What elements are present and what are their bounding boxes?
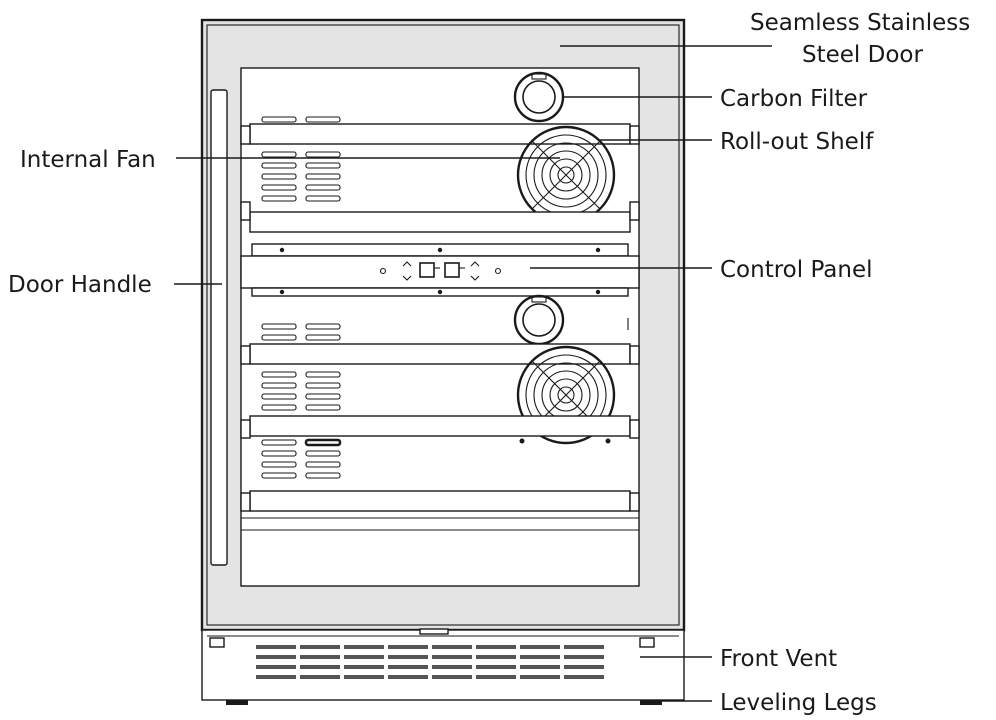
roll-out-shelf-1	[240, 123, 640, 145]
roll-out-shelf-5	[240, 490, 640, 512]
label-carbon-filter: Carbon Filter	[720, 86, 868, 112]
roll-out-shelf-3	[240, 343, 640, 365]
cabinet	[200, 18, 686, 632]
labels: Seamless Stainless Steel Door Carbon Fil…	[8, 10, 970, 716]
front-vent	[256, 645, 604, 679]
interior	[240, 71, 640, 531]
roll-out-shelf-2	[240, 201, 640, 233]
base	[201, 628, 685, 705]
label-door-handle: Door Handle	[8, 272, 152, 298]
roll-out-shelf-4	[240, 415, 640, 439]
internal-fan	[516, 125, 616, 225]
label-control-panel: Control Panel	[720, 257, 873, 283]
label-leveling-legs: Leveling Legs	[720, 690, 877, 716]
control-panel	[240, 243, 640, 297]
label-door-line1: Seamless Stainless	[750, 10, 970, 36]
label-internal-fan: Internal Fan	[20, 147, 156, 173]
label-rollout-shelf: Roll-out Shelf	[720, 129, 874, 155]
leader-lines	[174, 45, 772, 702]
vent-slots-upper	[261, 116, 341, 123]
label-front-vent: Front Vent	[720, 646, 837, 672]
label-door-line2: Steel Door	[802, 42, 923, 68]
door-handle	[210, 89, 228, 566]
leveling-legs	[226, 700, 662, 705]
bottom-zone	[261, 438, 342, 479]
fan-zone-upper	[261, 125, 616, 225]
